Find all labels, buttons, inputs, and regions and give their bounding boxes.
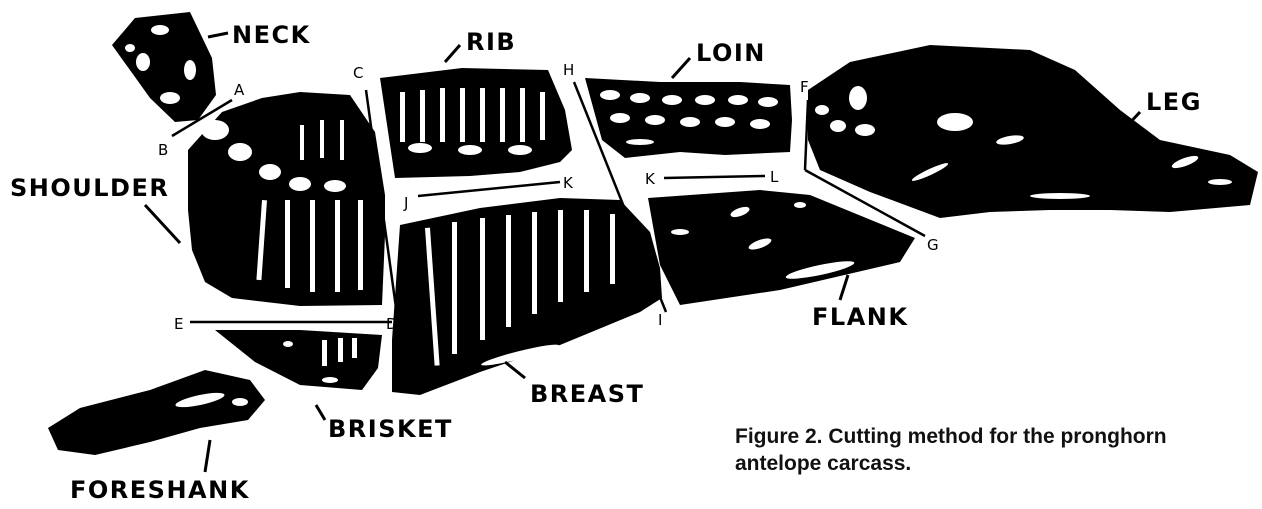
- label-breast: BREAST: [530, 380, 644, 408]
- label-shoulder: SHOULDER: [10, 174, 169, 202]
- label-neck: NECK: [232, 21, 311, 49]
- neck-cut: [112, 12, 216, 122]
- label-flank: FLANK: [812, 303, 908, 331]
- point-f: F: [800, 78, 809, 96]
- cut-line-f-g: [805, 100, 808, 170]
- point-h: H: [563, 61, 574, 79]
- point-i: I: [658, 311, 662, 329]
- label-loin: LOIN: [696, 39, 766, 67]
- breast-cut: [392, 198, 662, 395]
- point-a: A: [234, 81, 245, 99]
- loin-cut: [585, 78, 792, 158]
- foreshank-cut: [48, 370, 265, 455]
- point-k-loin: K: [645, 170, 656, 188]
- label-rib: RIB: [466, 28, 516, 56]
- leg-cut: [808, 45, 1258, 218]
- cut-line-j-k: [418, 182, 560, 196]
- point-k-rib: K: [563, 174, 574, 192]
- caption-line-1: Figure 2. Cutting method for the prongho…: [735, 423, 1262, 450]
- figure-caption: Figure 2. Cutting method for the prongho…: [735, 423, 1262, 477]
- point-c: C: [353, 64, 363, 82]
- label-foreshank: FORESHANK: [70, 476, 250, 504]
- label-leg: LEG: [1146, 88, 1202, 116]
- point-d: D: [386, 315, 398, 333]
- point-j: J: [403, 194, 408, 212]
- rib-cut: [380, 68, 572, 178]
- point-g: G: [927, 236, 939, 254]
- point-l: L: [770, 168, 779, 186]
- point-b: B: [158, 141, 168, 159]
- point-e: E: [174, 315, 183, 333]
- label-brisket: BRISKET: [328, 415, 453, 443]
- caption-line-2: antelope carcass.: [735, 450, 1262, 477]
- cut-line-k-l: [664, 176, 765, 178]
- shoulder-cut: [188, 92, 385, 306]
